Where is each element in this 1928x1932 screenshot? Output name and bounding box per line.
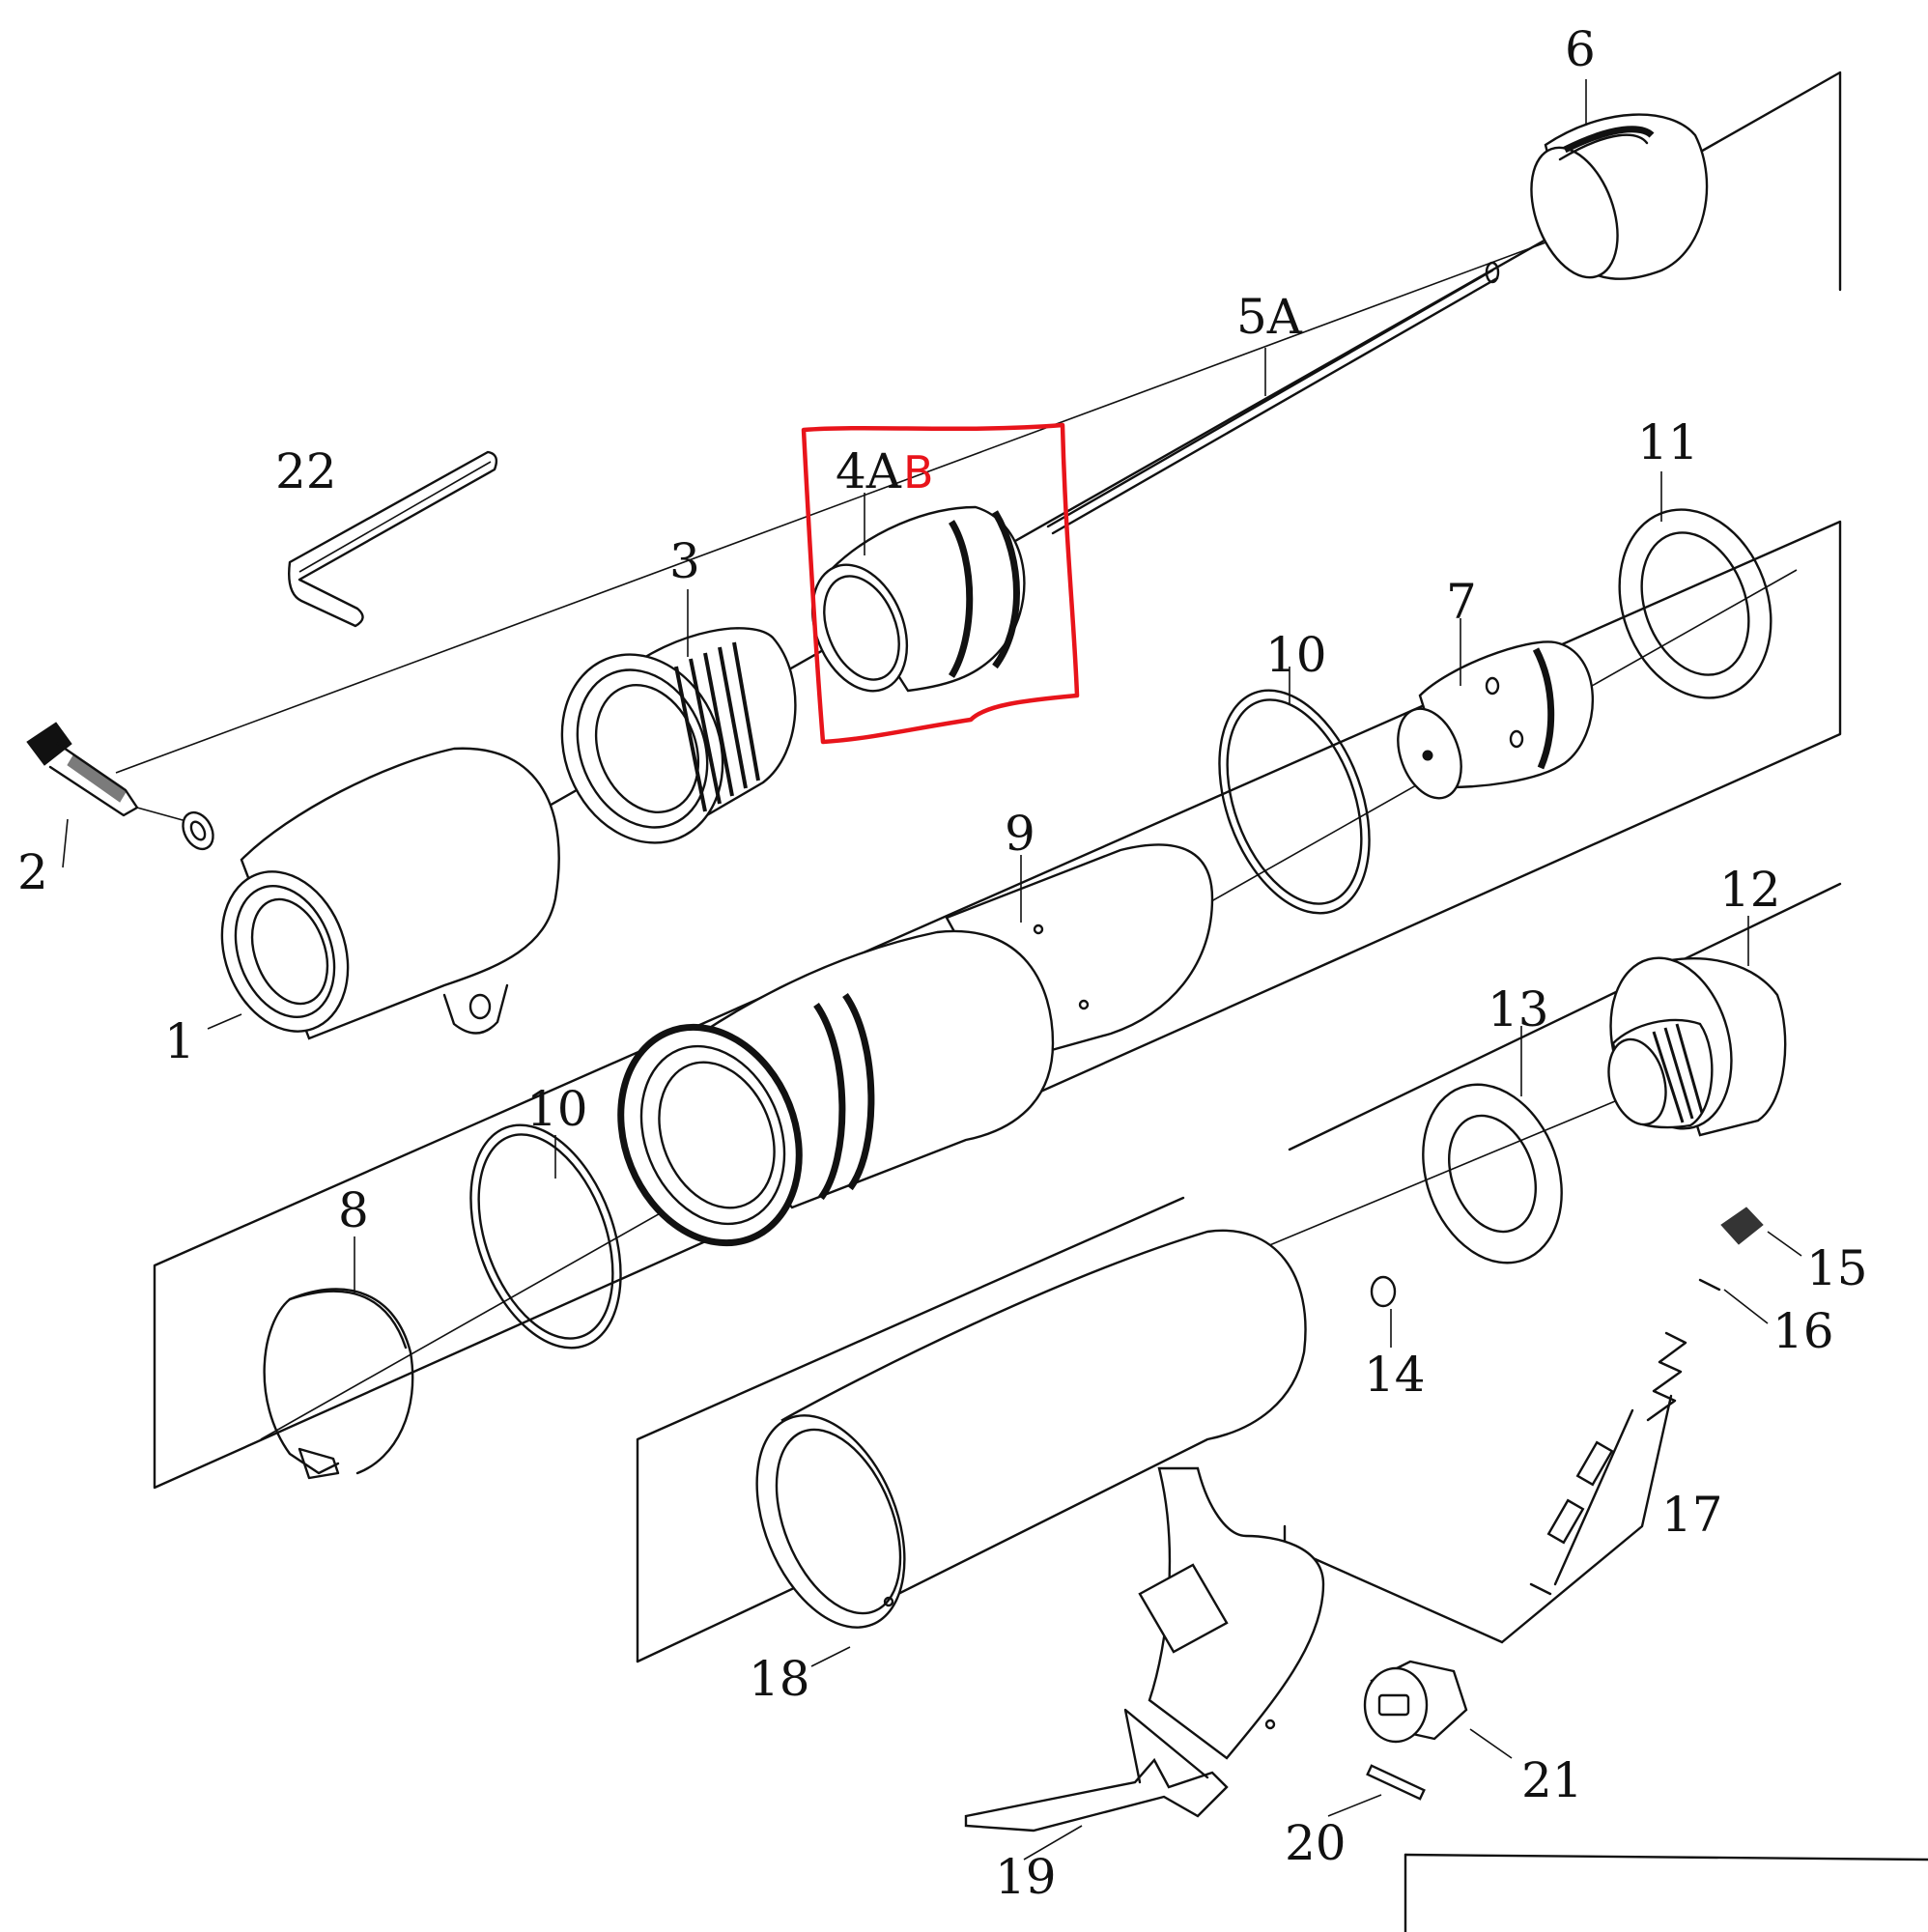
pin-part-14 <box>1370 1275 1397 1308</box>
label-18: 18 <box>749 1651 810 1707</box>
label-15: 15 <box>1806 1240 1868 1296</box>
trigger-lever-part <box>964 1708 1229 1833</box>
label-17: 17 <box>1661 1487 1723 1543</box>
label-12: 12 <box>1719 862 1781 918</box>
highlight-annotation: B <box>801 422 1080 745</box>
label-10-lower: 10 <box>526 1081 588 1137</box>
valve-part <box>1397 640 1594 800</box>
label-14: 14 <box>1364 1347 1426 1403</box>
label-9: 9 <box>1005 806 1035 862</box>
label-16: 16 <box>1772 1303 1834 1359</box>
label-1: 1 <box>164 1013 195 1069</box>
plug-part-15 <box>1720 1207 1764 1245</box>
label-20: 20 <box>1285 1815 1347 1871</box>
label-5a: 5A <box>1236 289 1303 345</box>
label-7: 7 <box>1446 574 1477 630</box>
label-21: 21 <box>1521 1752 1583 1808</box>
ring-part-11 <box>1618 508 1772 699</box>
label-19: 19 <box>995 1849 1057 1905</box>
label-8: 8 <box>338 1182 369 1238</box>
label-3: 3 <box>669 533 700 589</box>
o-ring-part-lower <box>469 1123 622 1350</box>
label-4a: 4A <box>836 443 902 499</box>
screw-part <box>26 722 194 824</box>
o-ring-part-16 <box>1698 1278 1721 1292</box>
label-2: 2 <box>17 844 48 900</box>
nut-part-21 <box>1363 1660 1468 1744</box>
cylinder-part <box>617 843 1214 1247</box>
spring-valve-part-17 <box>1500 1331 1687 1644</box>
clip-ring-part <box>263 1288 414 1480</box>
rod-part <box>1046 261 1500 535</box>
o-ring-part-upper <box>1218 689 1371 915</box>
handle-housing-part <box>755 1229 1325 1760</box>
front-housing-part <box>220 747 560 1040</box>
label-6: 6 <box>1565 21 1596 77</box>
washer-part <box>182 810 214 851</box>
label-13: 13 <box>1488 981 1549 1037</box>
leader-lines <box>62 79 1802 1861</box>
end-cap-part <box>1530 113 1709 280</box>
part-labels: 1 2 3 4A 5A 6 7 8 9 10 10 11 12 13 14 15… <box>17 21 1868 1905</box>
pin-part-20 <box>1366 1764 1426 1801</box>
label-10-upper: 10 <box>1265 627 1327 683</box>
threaded-collar-part <box>560 627 797 844</box>
hex-key-part <box>288 450 498 628</box>
sleeve-part-4a <box>810 505 1026 693</box>
washer-part-13 <box>1422 1083 1563 1264</box>
label-22: 22 <box>275 443 337 499</box>
annotation-mark: B <box>903 446 934 498</box>
label-11: 11 <box>1637 414 1699 470</box>
end-plug-part <box>1607 956 1787 1137</box>
